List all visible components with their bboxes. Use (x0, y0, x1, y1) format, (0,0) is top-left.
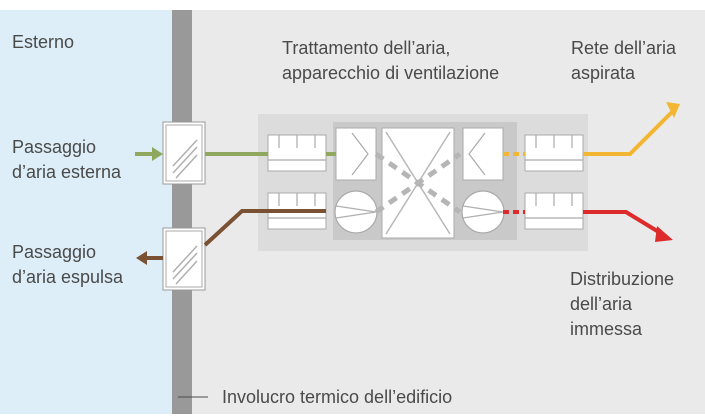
envelope-label: Involucro termico dell’edificio (222, 385, 452, 410)
internal-flow-lines (374, 151, 462, 215)
treatment-line-2: apparecchio di ventilazione (282, 63, 500, 83)
exhaust-network-label: Rete dell’aria aspirata (571, 36, 676, 86)
outside-text: Esterno (12, 32, 75, 52)
supply-air-line (583, 210, 664, 236)
outside-zone (0, 10, 172, 414)
exhaust-air-passage (162, 227, 206, 291)
exhaust-passage-line-2: d’aria espulsa (12, 267, 124, 287)
exhaust-network-line-1: Rete dell’aria (571, 38, 677, 58)
damper-outdoor (335, 127, 377, 181)
supply-line-2: dell’aria (570, 294, 633, 314)
treatment-label: Trattamento dell’aria, apparecchio di ve… (282, 36, 499, 86)
exhaust-passage-line-1: Passaggio (12, 242, 97, 262)
treatment-line-1: Trattamento dell’aria, (282, 38, 451, 58)
supply-line-3: immessa (570, 319, 643, 339)
fan-supply (461, 190, 505, 234)
exhaust-air-line (203, 209, 326, 247)
envelope-text: Involucro termico dell’edificio (222, 387, 453, 407)
airflow-lines (135, 102, 680, 265)
supply-line-1: Distribuzione (570, 269, 675, 289)
outdoor-passage-line-1: Passaggio (12, 137, 97, 157)
outdoor-passage-label: Passaggio d’aria esterna (12, 135, 121, 185)
outdoor-air-passage (162, 121, 206, 185)
exhaust-passage-label: Passaggio d’aria espulsa (12, 240, 123, 290)
outside-label: Esterno (12, 30, 74, 55)
fan-exhaust (334, 190, 378, 234)
extract-air-line (583, 110, 674, 156)
building-wall (172, 10, 192, 414)
ventilation-unit (258, 114, 588, 251)
supply-label: Distribuzione dell’aria immessa (570, 267, 674, 342)
exhaust-network-line-2: aspirata (571, 63, 636, 83)
outdoor-passage-line-2: d’aria esterna (12, 162, 122, 182)
